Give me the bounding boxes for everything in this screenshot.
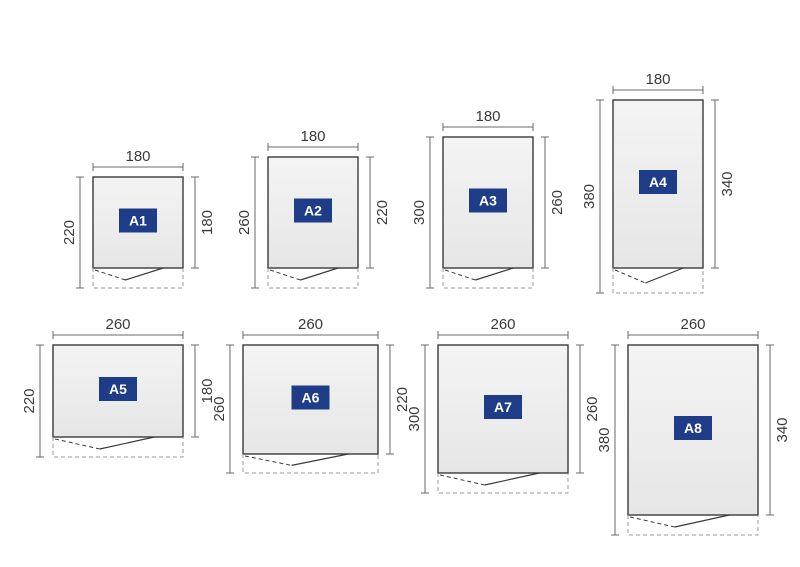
model-badge xyxy=(484,395,522,419)
door-swing-dashed xyxy=(614,269,646,284)
outer-depth-label: 260 xyxy=(236,210,253,235)
door-leaf-line xyxy=(674,514,730,528)
canopy-outline xyxy=(442,268,534,289)
door-swing-dashed xyxy=(439,474,485,486)
door-swing-dashed xyxy=(54,438,100,450)
door-swing-dashed xyxy=(269,269,301,281)
model-label: A6 xyxy=(302,390,320,406)
width-label: 260 xyxy=(490,316,515,333)
model-badge xyxy=(294,198,332,223)
canopy-outline xyxy=(242,454,379,474)
inner-depth-label: 220 xyxy=(374,200,391,225)
inner-depth-label: 180 xyxy=(199,378,216,403)
canopy-outline xyxy=(627,515,759,536)
width-label: 180 xyxy=(125,148,150,165)
model-label: A7 xyxy=(494,399,512,415)
shed-body xyxy=(92,176,184,269)
door-swing-dashed xyxy=(94,269,126,281)
width-label: 180 xyxy=(475,108,500,125)
canopy-outline xyxy=(267,268,359,289)
outer-depth-label: 260 xyxy=(211,396,228,421)
shed-a3: 180 300 260 A3 xyxy=(411,108,566,289)
shed-a5: 260 220 180 A5 xyxy=(21,316,216,458)
shed-a4: 180 380 340 A4 xyxy=(581,71,736,294)
door-leaf-line xyxy=(291,453,349,466)
width-label: 180 xyxy=(645,71,670,88)
door-leaf-line xyxy=(99,436,155,450)
outer-depth-label: 380 xyxy=(596,427,613,452)
model-badge xyxy=(119,208,157,233)
width-label: 260 xyxy=(680,316,705,333)
model-label: A3 xyxy=(479,193,497,209)
model-badge xyxy=(674,416,712,440)
model-badge xyxy=(639,170,677,194)
model-label: A4 xyxy=(649,174,667,190)
canopy-outline xyxy=(437,473,569,494)
inner-depth-label: 260 xyxy=(584,396,601,421)
model-badge xyxy=(99,377,137,401)
canopy-outline xyxy=(52,437,184,458)
model-badge xyxy=(291,385,330,410)
door-leaf-line xyxy=(300,267,339,281)
model-label: A2 xyxy=(304,203,322,219)
model-badge xyxy=(469,188,507,213)
outer-depth-label: 220 xyxy=(61,220,78,245)
outer-depth-label: 220 xyxy=(21,388,38,413)
width-label: 260 xyxy=(105,316,130,333)
model-label: A5 xyxy=(109,381,127,397)
door-leaf-line xyxy=(125,267,164,281)
door-swing-dashed xyxy=(244,455,292,466)
door-leaf-line xyxy=(645,267,684,284)
shed-a2: 180 260 220 A2 xyxy=(236,128,391,289)
outer-depth-label: 300 xyxy=(411,200,428,225)
shed-a6: 260 260 220 A6 xyxy=(211,316,411,474)
model-label: A1 xyxy=(129,213,147,229)
inner-depth-label: 340 xyxy=(774,417,791,442)
door-swing-dashed xyxy=(629,516,675,528)
width-label: 180 xyxy=(300,128,325,145)
door-leaf-line xyxy=(484,472,540,486)
outer-depth-label: 300 xyxy=(406,406,423,431)
inner-depth-label: 260 xyxy=(549,190,566,215)
door-leaf-line xyxy=(475,267,514,281)
model-label: A8 xyxy=(684,420,702,436)
canopy-outline xyxy=(612,268,704,294)
inner-depth-label: 340 xyxy=(719,171,736,196)
inner-depth-label: 180 xyxy=(199,210,216,235)
inner-depth-label: 220 xyxy=(394,387,411,412)
shed-a8: 260 380 340 A8 xyxy=(596,316,791,536)
width-label: 260 xyxy=(298,316,323,333)
canopy-outline xyxy=(92,268,184,289)
door-swing-dashed xyxy=(444,269,476,281)
outer-depth-label: 380 xyxy=(581,184,598,209)
